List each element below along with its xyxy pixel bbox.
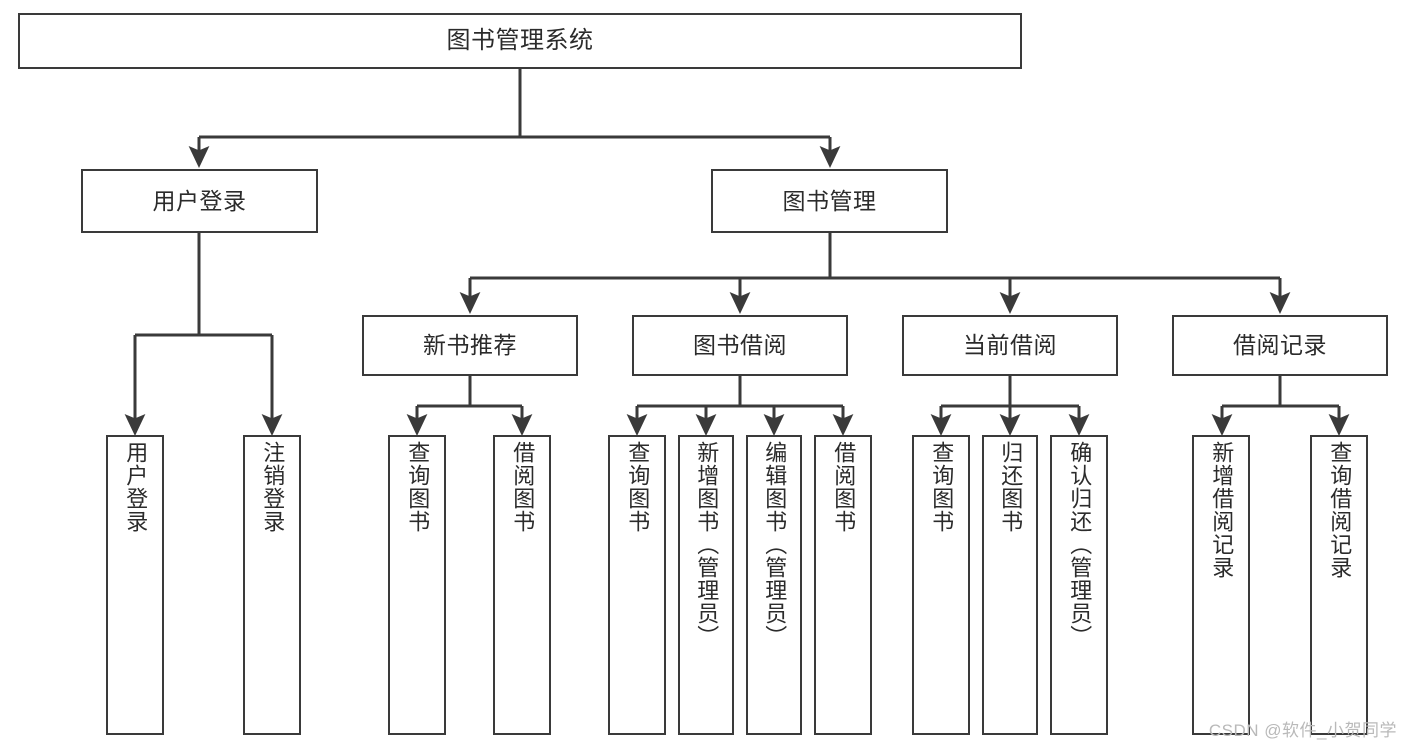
node-leaf-add-book[interactable]: 新增图书（管理员） — [678, 435, 734, 735]
node-current-borrow[interactable]: 当前借阅 — [902, 315, 1118, 376]
node-leaf-add-book-label: 新增图书（管理员） — [694, 441, 720, 648]
node-leaf-edit-book[interactable]: 编辑图书（管理员） — [746, 435, 802, 735]
node-borrow-record-label: 借阅记录 — [1233, 332, 1327, 359]
node-user-login[interactable]: 用户登录 — [81, 169, 318, 233]
node-book-borrow-label: 图书借阅 — [693, 332, 787, 359]
node-leaf-add-record-label: 新增借阅记录 — [1209, 441, 1235, 579]
node-leaf-user-login-label: 用户登录 — [123, 441, 149, 533]
node-leaf-borrow-book-1[interactable]: 借阅图书 — [493, 435, 551, 735]
node-leaf-query-book-3[interactable]: 查询图书 — [912, 435, 970, 735]
node-leaf-edit-book-label: 编辑图书（管理员） — [762, 441, 788, 648]
node-root[interactable]: 图书管理系统 — [18, 13, 1022, 69]
node-leaf-borrow-book-1-label: 借阅图书 — [510, 441, 536, 533]
node-leaf-query-book-2-label: 查询图书 — [625, 441, 651, 533]
node-leaf-logout-login[interactable]: 注销登录 — [243, 435, 301, 735]
csdn-watermark: CSDN @软件_小贺同学 — [1208, 721, 1397, 740]
node-leaf-query-record[interactable]: 查询借阅记录 — [1310, 435, 1368, 735]
node-leaf-query-record-label: 查询借阅记录 — [1327, 441, 1353, 579]
node-leaf-query-book-3-label: 查询图书 — [929, 441, 955, 533]
node-leaf-confirm-return-label: 确认归还（管理员） — [1067, 441, 1093, 648]
node-root-label: 图书管理系统 — [446, 27, 594, 55]
node-user-login-label: 用户登录 — [152, 187, 247, 214]
node-leaf-user-login[interactable]: 用户登录 — [106, 435, 164, 735]
node-current-borrow-label: 当前借阅 — [963, 332, 1057, 359]
node-book-borrow[interactable]: 图书借阅 — [632, 315, 848, 376]
node-new-book-recommend[interactable]: 新书推荐 — [362, 315, 578, 376]
node-leaf-return-book[interactable]: 归还图书 — [982, 435, 1038, 735]
node-leaf-return-book-label: 归还图书 — [998, 441, 1024, 533]
node-book-management[interactable]: 图书管理 — [711, 169, 948, 233]
node-leaf-logout-login-label: 注销登录 — [260, 441, 286, 533]
node-leaf-query-book-2[interactable]: 查询图书 — [608, 435, 666, 735]
node-leaf-add-record[interactable]: 新增借阅记录 — [1192, 435, 1250, 735]
node-borrow-record[interactable]: 借阅记录 — [1172, 315, 1388, 376]
node-book-management-label: 图书管理 — [782, 187, 877, 214]
node-new-book-recommend-label: 新书推荐 — [423, 332, 517, 359]
node-leaf-confirm-return[interactable]: 确认归还（管理员） — [1050, 435, 1108, 735]
node-leaf-borrow-book-2[interactable]: 借阅图书 — [814, 435, 872, 735]
node-leaf-query-book-1-label: 查询图书 — [405, 441, 431, 533]
node-leaf-borrow-book-2-label: 借阅图书 — [831, 441, 857, 533]
node-leaf-query-book-1[interactable]: 查询图书 — [388, 435, 446, 735]
